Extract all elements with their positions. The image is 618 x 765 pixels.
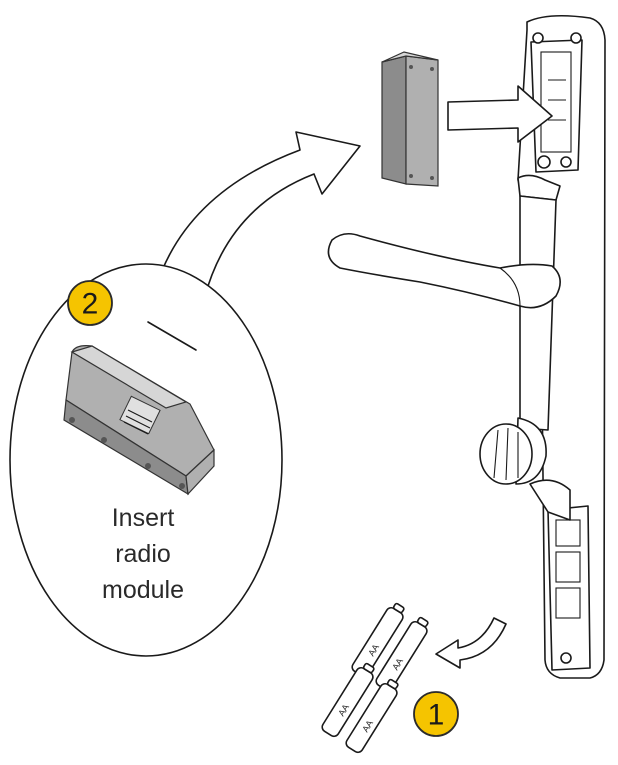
remove-batteries-arrow-icon (435, 617, 507, 669)
thumb-turn-knob (479, 417, 547, 485)
lever-handle (327, 232, 561, 309)
step-number-2: 2 (82, 288, 99, 321)
caption-line-1: Insert (112, 504, 175, 532)
aa-batteries: AA AA AA AA (321, 602, 429, 754)
caption-line-3: module (102, 576, 184, 604)
door-handle-plate (517, 14, 606, 679)
caption-line-2: radio (115, 540, 171, 568)
radio-module-block (381, 51, 439, 187)
zoom-callout (9, 263, 283, 657)
step-number-1: 1 (428, 699, 445, 732)
insert-arrow-icon (447, 85, 553, 143)
step-badge-2: 2 (67, 280, 113, 326)
step-badge-1: 1 (413, 691, 459, 737)
